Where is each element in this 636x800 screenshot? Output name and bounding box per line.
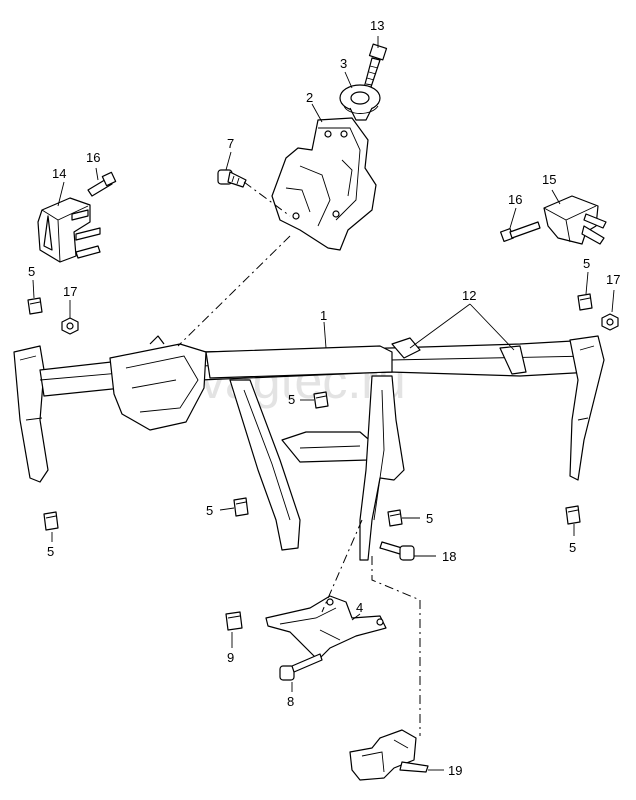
part-3-grommet[interactable] [339, 84, 381, 121]
callout-4: 4 [356, 600, 363, 615]
part-5-clip-center[interactable] [313, 391, 329, 409]
callout-17-right: 17 [606, 272, 620, 287]
callout-14: 14 [52, 166, 66, 181]
part-17-nut-right[interactable] [601, 313, 619, 331]
callout-1: 1 [320, 308, 327, 323]
part-2-bracket[interactable] [271, 117, 377, 251]
part-18-bolt[interactable] [379, 541, 415, 561]
part-5-clip-mid-right[interactable] [387, 509, 403, 527]
callout-5-mid-left: 5 [206, 503, 213, 518]
callout-labels: 13 3 2 7 14 16 15 16 5 17 5 17 1 12 5 5 … [28, 18, 620, 778]
part-9-clip[interactable] [225, 611, 243, 631]
callout-12: 12 [462, 288, 476, 303]
callout-13: 13 [370, 18, 384, 33]
callout-15: 15 [542, 172, 556, 187]
leader-lines [32, 36, 615, 771]
part-5-clip-bottom-right[interactable] [565, 505, 581, 525]
callout-19: 19 [448, 763, 462, 778]
callout-5-bottom-right: 5 [569, 540, 576, 555]
part-16-bolt-left[interactable] [87, 171, 117, 197]
callout-5-center: 5 [288, 392, 295, 407]
part-13-bolt[interactable] [363, 43, 388, 91]
part-7-bolt[interactable] [217, 169, 247, 188]
callout-2: 2 [306, 90, 313, 105]
part-5-clip-mid-left[interactable] [233, 497, 249, 517]
part-14-mount-block-left[interactable] [37, 197, 101, 263]
callout-16-right: 16 [508, 192, 522, 207]
part-8-bolt[interactable] [279, 653, 323, 681]
callout-5-bottom-left: 5 [47, 544, 54, 559]
callout-16-left: 16 [86, 150, 100, 165]
part-5-clip-right-top[interactable] [577, 293, 593, 311]
callout-17-left: 17 [63, 284, 77, 299]
assembly-lines [177, 181, 421, 736]
callout-5-right-top: 5 [583, 256, 590, 271]
callout-5-left-top: 5 [28, 264, 35, 279]
part-19-bracket[interactable] [349, 729, 429, 781]
part-5-clip-left-top[interactable] [27, 297, 43, 315]
part-15-mount-block-right[interactable] [543, 195, 607, 245]
part-16-bolt-right[interactable] [499, 221, 541, 243]
callout-3: 3 [340, 56, 347, 71]
part-1-cross-beam[interactable] [13, 335, 605, 561]
callout-9: 9 [227, 650, 234, 665]
part-4-lower-bracket[interactable] [265, 595, 387, 661]
part-17-nut-left[interactable] [61, 317, 79, 335]
part-5-clip-bottom-left[interactable] [43, 511, 59, 531]
callout-5-mid-right: 5 [426, 511, 433, 526]
callout-18: 18 [442, 549, 456, 564]
callout-8: 8 [287, 694, 294, 709]
callout-7: 7 [227, 136, 234, 151]
